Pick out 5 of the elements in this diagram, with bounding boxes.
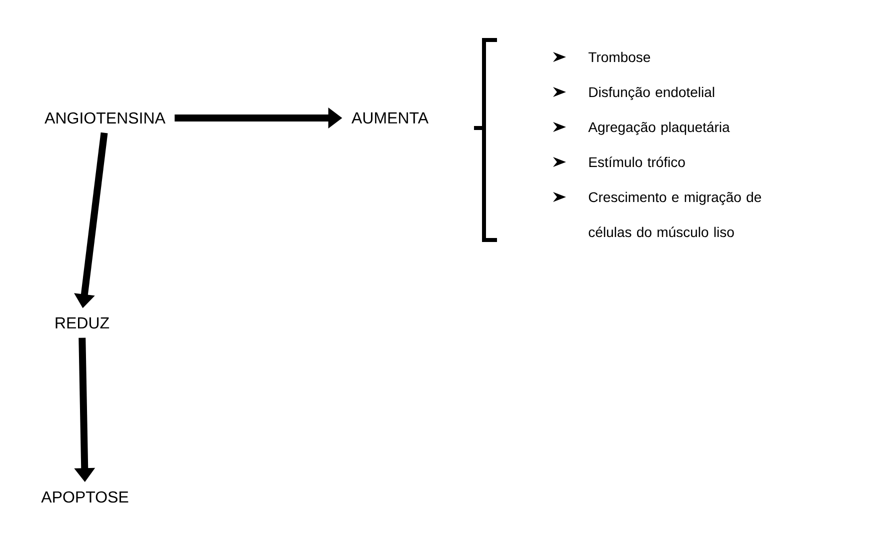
effect-list: Trombose Disfunção endotelial Agregação plaquetária Estímulo trófico Crescimento e migração de células do músculo liso [588, 52, 762, 238]
node-label: REDUZ [56, 317, 110, 329]
node-label: ANGIOTENSINA [44, 112, 166, 124]
node-label: APOPTOSE [41, 491, 128, 503]
node-label: AUMENTA [352, 112, 428, 124]
